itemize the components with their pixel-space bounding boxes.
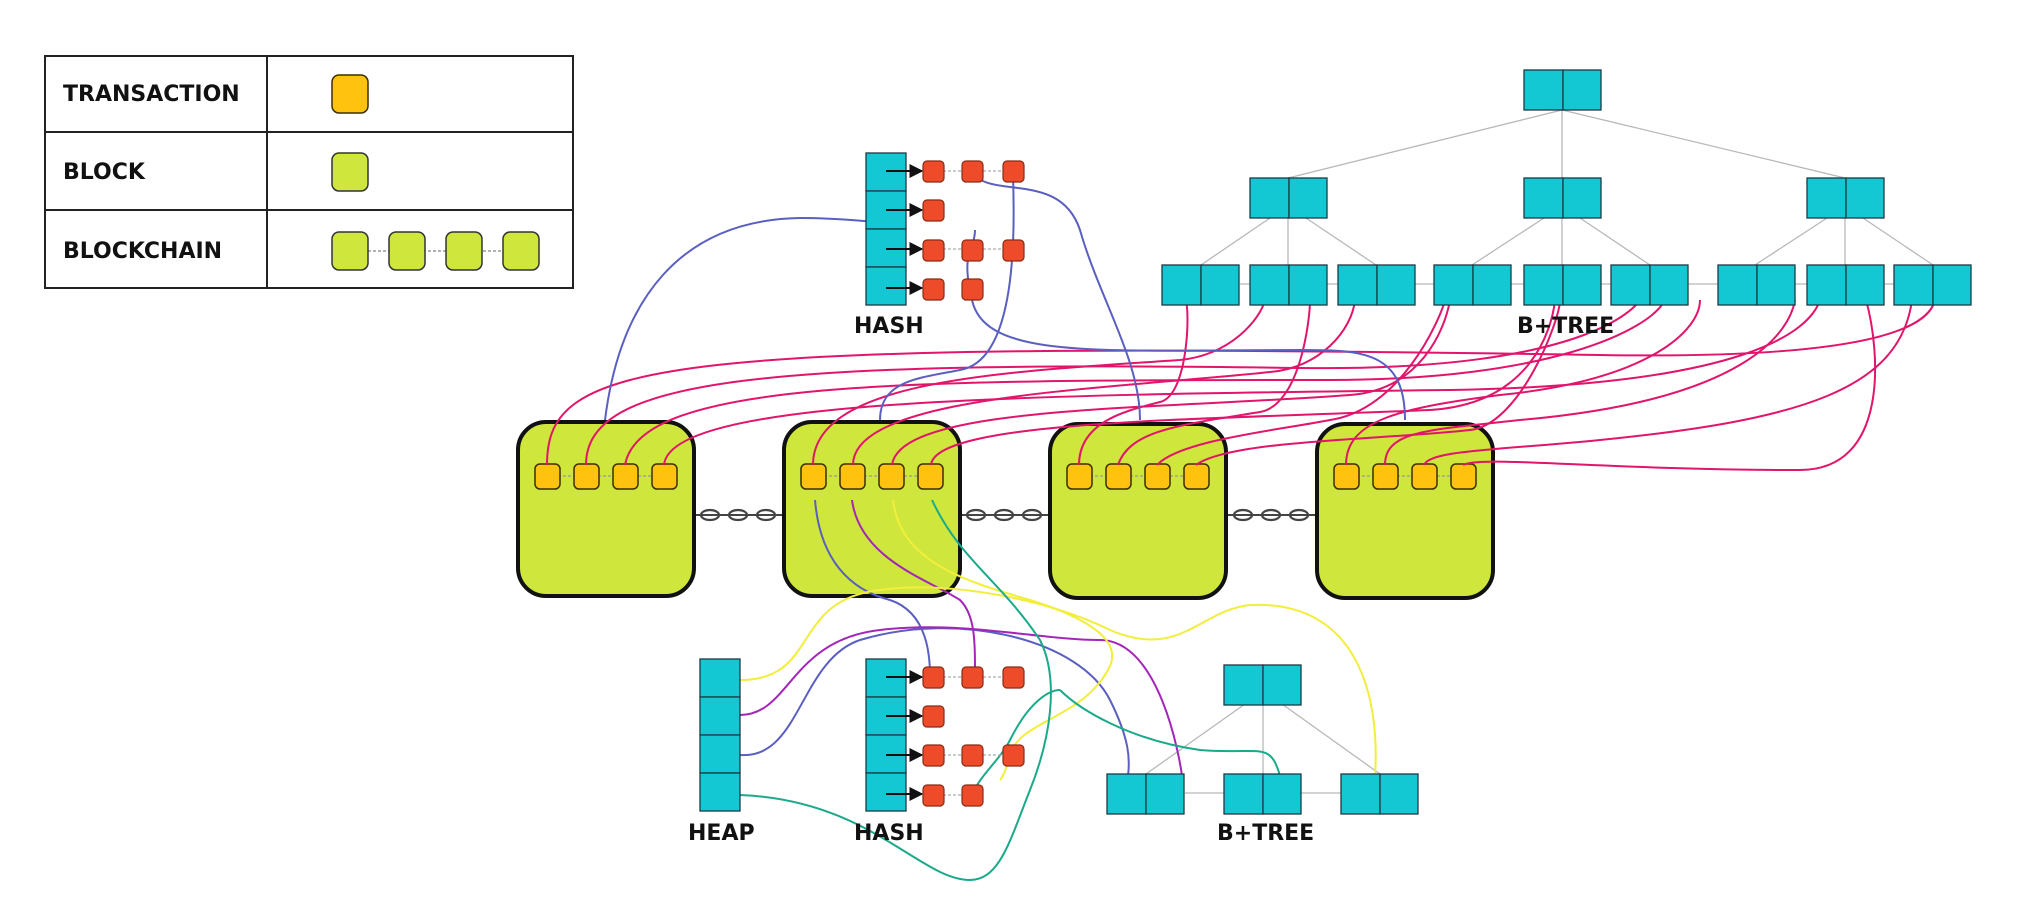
link-magenta: [1156, 299, 1446, 466]
bottom-heap-index: HEAP: [688, 658, 755, 846]
transactions: [534, 463, 1477, 490]
transaction: [800, 463, 827, 490]
link-purple: [739, 626, 1183, 777]
link-magenta: [1078, 299, 1189, 466]
transaction: [573, 463, 600, 490]
transaction-icon: [331, 74, 369, 114]
transaction: [1183, 463, 1210, 490]
block-3: [1048, 422, 1228, 600]
transaction: [1333, 463, 1360, 490]
link-blue: [971, 171, 1141, 421]
blockchain: [516, 420, 1495, 600]
legend-block-label: BLOCK: [63, 160, 146, 185]
transaction: [839, 463, 866, 490]
link-magenta: [891, 299, 1451, 466]
link-magenta: [812, 299, 1266, 466]
legend: TRANSACTION BLOCK BLOCKCHAIN: [44, 55, 574, 289]
link-blue: [814, 499, 931, 677]
bottom-hash-index: HASH: [854, 658, 1025, 846]
link-yellow: [739, 586, 1377, 777]
link-blue: [879, 171, 1015, 421]
blockchain-icon: [331, 231, 540, 271]
link-teal: [1059, 689, 1281, 777]
bottom-heap-label: HEAP: [688, 821, 755, 846]
link-magenta: [585, 299, 1641, 466]
link-magenta: [1345, 299, 1701, 466]
link-magenta: [1117, 299, 1311, 466]
transaction: [1450, 463, 1477, 490]
legend-transaction-label: TRANSACTION: [63, 82, 240, 107]
transaction: [1411, 463, 1438, 490]
transaction: [1144, 463, 1171, 490]
link-teal: [739, 499, 1052, 882]
top-btree-index: B+TREE: [1161, 69, 1972, 339]
link-magenta: [663, 299, 1821, 466]
link-purple: [851, 499, 976, 677]
link-magenta: [1195, 299, 1561, 466]
bottom-btree-index: B+TREE: [1106, 664, 1419, 846]
chain-link-1: [694, 508, 782, 522]
chain-link-3: [1227, 508, 1315, 522]
top-hash-index: HASH: [854, 152, 1025, 339]
transaction: [878, 463, 905, 490]
block-2: [782, 420, 962, 598]
link-magenta: [930, 299, 1556, 466]
legend-blockchain-label: BLOCKCHAIN: [63, 239, 222, 264]
transaction: [651, 463, 678, 490]
link-magenta: [1423, 299, 1913, 466]
connector-links: [546, 171, 1936, 882]
transaction: [534, 463, 561, 490]
link-blue: [604, 216, 881, 421]
bottom-btree-label: B+TREE: [1217, 821, 1314, 846]
block-4: [1315, 422, 1495, 600]
bottom-hash-label: HASH: [854, 821, 924, 846]
link-magenta: [852, 299, 1356, 466]
transaction: [1105, 463, 1132, 490]
transaction: [1066, 463, 1093, 490]
transaction: [1372, 463, 1399, 490]
chain-link-2: [960, 508, 1048, 522]
block-1: [516, 420, 696, 598]
top-hash-label: HASH: [854, 314, 924, 339]
link-teal: [971, 689, 1061, 796]
transaction: [612, 463, 639, 490]
link-magenta: [1384, 299, 1796, 466]
transaction: [917, 463, 944, 490]
link-magenta: [546, 299, 1936, 466]
link-magenta: [1462, 299, 1877, 472]
block-icon: [331, 152, 369, 192]
top-btree-label: B+TREE: [1517, 314, 1614, 339]
link-magenta: [624, 299, 1666, 466]
link-blue: [966, 229, 1406, 421]
